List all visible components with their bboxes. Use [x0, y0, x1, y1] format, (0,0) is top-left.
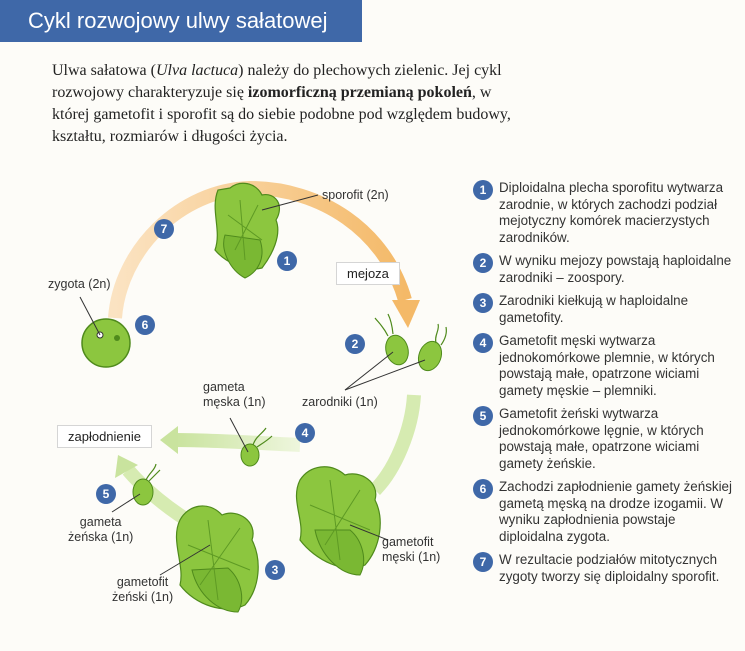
label-gametofit-meski: gametofit męski (1n): [382, 535, 440, 565]
step-text: Gametofit męski wytwarza jednokomórkowe …: [499, 333, 715, 398]
step-item: 1 Diploidalna plecha sporofitu wytwarza …: [473, 180, 741, 246]
step-item: 4 Gametofit męski wytwarza jednokomórkow…: [473, 333, 741, 399]
marker-5: 5: [96, 484, 116, 504]
cycle-arrow-spores: [369, 394, 421, 495]
step-item: 2 W wyniku mejozy powstają haploidalne z…: [473, 253, 741, 286]
gameta-meska-pointer: [229, 417, 249, 453]
label-gameta-zenska: gameta żeńska (1n): [68, 515, 133, 545]
cycle-arrow-male-gamete: [174, 433, 301, 452]
label-sporofit: sporofit (2n): [322, 188, 389, 202]
label-gameta-meska: gameta męska (1n): [203, 380, 266, 410]
step-item: 3 Zarodniki kiełkują w haploidalne gamet…: [473, 293, 741, 326]
step-item: 5 Gametofit żeński wytwarza jednokomórko…: [473, 406, 741, 472]
male-gamete: [240, 427, 273, 467]
marker-7: 7: [154, 219, 174, 239]
step-number: 1: [473, 180, 493, 200]
label-gametofit-meski-line2: męski (1n): [382, 550, 441, 564]
intro-part-2: ) należy do plechowych zielenic. Jej cyk…: [52, 62, 502, 101]
step-item: 7 W rezultacie podziałów mitotycznych zy…: [473, 552, 741, 585]
step-item: 6 Zachodzi zapłodnienie gamety żeńskiej …: [473, 479, 741, 545]
sporofit-plant: [214, 182, 281, 279]
marker-1: 1: [277, 251, 297, 271]
step-number: 2: [473, 253, 493, 273]
zarodniki-pointer-2: [344, 359, 426, 391]
label-gameta-meska-line1: gameta: [203, 380, 245, 394]
intro-bold-term: izomorficzną przemianą pokoleń: [247, 84, 472, 101]
step-text: Zachodzi zapłodnienie gamety żeńskiej ga…: [499, 479, 732, 544]
life-cycle-diagram: [79, 180, 447, 613]
step-number: 4: [473, 333, 493, 353]
arrow-head-green-left: [160, 426, 178, 454]
step-number: 3: [473, 293, 493, 313]
step-text: W rezultacie podziałów mitotycznych zygo…: [499, 552, 720, 584]
step-number: 7: [473, 552, 493, 572]
gametofit-zenski-plant: [175, 505, 259, 613]
label-zarodniki: zarodniki (1n): [302, 395, 378, 409]
label-gametofit-zenski-line2: żeński (1n): [112, 590, 174, 604]
label-gameta-zenska-line2: żeńska (1n): [68, 530, 134, 544]
step-number: 6: [473, 479, 493, 499]
zygote-pointer: [79, 296, 101, 336]
label-zygota: zygota (2n): [48, 277, 111, 291]
step-text: Gametofit żeński wytwarza jednokomórkowe…: [499, 406, 704, 471]
spore-1: [374, 313, 409, 366]
zarodniki-pointer-1: [344, 351, 394, 391]
intro-part-1: Ulwa sałatowa (: [52, 62, 156, 79]
arrow-head-green-up: [115, 455, 138, 478]
marker-4: 4: [295, 423, 315, 443]
marker-3: 3: [265, 560, 285, 580]
label-gametofit-zenski: gametofit żeński (1n): [112, 575, 173, 605]
step-text: Zarodniki kiełkują w haploidalne gametof…: [499, 293, 689, 325]
step-text: Diploidalna plecha sporofitu wytwarza za…: [499, 180, 724, 245]
zygote-cell: [81, 318, 131, 368]
label-mejoza: mejoza: [336, 262, 400, 285]
spore-2: [417, 323, 447, 372]
step-list: 1 Diploidalna plecha sporofitu wytwarza …: [473, 180, 741, 592]
label-gametofit-zenski-line1: gametofit: [116, 575, 169, 589]
label-gameta-meska-line2: męska (1n): [203, 395, 266, 409]
page-title-text: Cykl rozwojowy ulwy sałatowej: [28, 8, 328, 33]
page-title: Cykl rozwojowy ulwy sałatowej: [0, 0, 362, 42]
female-gamete: [132, 463, 161, 506]
label-gameta-zenska-line1: gameta: [79, 515, 122, 529]
arrow-head-orange: [392, 300, 420, 328]
intro-paragraph: Ulwa sałatowa (Ulva lactuca) należy do p…: [52, 60, 532, 148]
gameta-zenska-pointer: [111, 493, 141, 513]
marker-6: 6: [135, 315, 155, 335]
intro-latin-name: Ulva lactuca: [155, 62, 239, 79]
gametofit-zenski-pointer: [159, 544, 211, 576]
gametofit-meski-plant: [295, 466, 381, 576]
intro-part-3: , w której gametofit i sporofit są do si…: [52, 84, 511, 145]
step-text: W wyniku mejozy powstają haploidalne zar…: [499, 253, 732, 285]
step-number: 5: [473, 406, 493, 426]
sporofit-pointer: [261, 194, 319, 211]
label-gametofit-meski-line1: gametofit: [382, 535, 434, 549]
marker-2: 2: [345, 334, 365, 354]
gametofit-meski-pointer: [349, 524, 389, 541]
zygote-nucleus: [114, 335, 120, 341]
label-zaplodnienie: zapłodnienie: [57, 425, 153, 448]
